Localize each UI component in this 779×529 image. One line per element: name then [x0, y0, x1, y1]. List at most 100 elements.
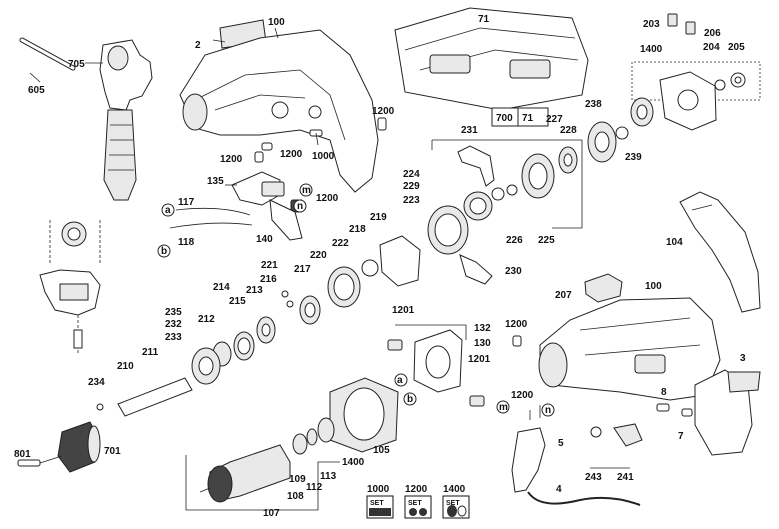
- label-241: 241: [617, 472, 634, 483]
- label-130: 130: [474, 338, 491, 349]
- label-140: 140: [256, 234, 273, 245]
- set-badge-1200: [404, 495, 432, 519]
- callout-markers-center: [394, 373, 417, 406]
- set-text-1400: SET: [446, 500, 460, 507]
- label-4: 4: [556, 484, 562, 495]
- label-239: 239: [625, 152, 642, 163]
- clutch-housing-219: [327, 235, 421, 308]
- screws-8-7: [656, 403, 693, 417]
- label-3: 3: [740, 353, 746, 364]
- rear-handle-104: [679, 191, 761, 313]
- label-227: 227: [546, 114, 563, 125]
- callout-n-left: n: [297, 201, 303, 212]
- label-210: 210: [117, 361, 134, 372]
- label-71-table: 71: [522, 113, 534, 124]
- rod-605: [19, 37, 76, 83]
- screw-group-top: [254, 117, 387, 163]
- label-1200-b: 1200: [280, 149, 303, 160]
- label-109: 109: [289, 474, 306, 485]
- side-handle-705: [85, 39, 153, 201]
- label-605: 605: [28, 85, 45, 96]
- label-135: 135: [207, 176, 224, 187]
- callout-n-right: n: [545, 405, 551, 416]
- label-100-right: 100: [645, 281, 662, 292]
- label-112: 112: [306, 482, 323, 493]
- label-118: 118: [178, 237, 195, 248]
- label-226: 226: [506, 235, 523, 246]
- label-214: 214: [213, 282, 230, 293]
- callout-b-center: b: [407, 394, 413, 405]
- cord-and-guard: [511, 423, 643, 506]
- label-700: 700: [496, 113, 513, 124]
- wires-117-118: [169, 207, 253, 229]
- label-205: 205: [728, 42, 745, 53]
- label-231: 231: [461, 125, 478, 136]
- label-8: 8: [661, 387, 667, 398]
- label-1000-top: 1000: [312, 151, 335, 162]
- callout-markers-left: [157, 183, 313, 258]
- label-117: 117: [178, 197, 195, 208]
- stator-105: [329, 377, 399, 453]
- label-132: 132: [474, 323, 491, 334]
- label-801: 801: [14, 449, 31, 460]
- label-1200-set: 1200: [405, 484, 428, 495]
- brush-holder-130: [387, 324, 485, 407]
- label-213: 213: [246, 285, 263, 296]
- label-1400-center: 1400: [342, 457, 365, 468]
- screw-1200-right: [512, 335, 541, 420]
- label-229: 229: [403, 181, 420, 192]
- label-1200-d: 1200: [316, 193, 339, 204]
- label-113: 113: [320, 471, 337, 482]
- label-104: 104: [666, 237, 683, 248]
- inset-schematic-left: [39, 220, 101, 355]
- label-1200-a: 1200: [372, 106, 395, 117]
- label-243: 243: [585, 472, 602, 483]
- armature-107: [185, 417, 340, 511]
- label-2: 2: [195, 40, 201, 51]
- label-204: 204: [703, 42, 720, 53]
- label-223: 223: [403, 195, 420, 206]
- label-218: 218: [349, 224, 366, 235]
- label-207: 207: [555, 290, 572, 301]
- part-code-table-700-71: [491, 107, 549, 127]
- housing-half-100: [179, 19, 379, 193]
- label-5: 5: [558, 438, 564, 449]
- label-224: 224: [403, 169, 420, 180]
- label-232: 232: [165, 319, 182, 330]
- bearing-238-239: [587, 121, 629, 163]
- label-219: 219: [370, 212, 387, 223]
- label-235: 235: [165, 307, 182, 318]
- label-220: 220: [310, 250, 327, 261]
- label-1201-bottom: 1201: [468, 354, 491, 365]
- trigger-switch-135: [225, 171, 304, 241]
- callout-a-center: a: [397, 375, 403, 386]
- label-238: 238: [585, 99, 602, 110]
- label-217: 217: [294, 264, 311, 275]
- carry-case-71: [394, 7, 589, 111]
- gear-group-box: [427, 139, 583, 285]
- label-107: 107: [263, 508, 280, 519]
- label-211: 211: [142, 347, 159, 358]
- callout-a-left: a: [165, 205, 171, 216]
- label-222: 222: [332, 238, 349, 249]
- set-text-1200: SET: [408, 500, 422, 507]
- label-206: 206: [704, 28, 721, 39]
- label-230: 230: [505, 266, 522, 277]
- label-1200-c: 1200: [220, 154, 243, 165]
- label-1400-set: 1400: [443, 484, 466, 495]
- label-212: 212: [198, 314, 215, 325]
- callout-m-right: m: [499, 402, 508, 413]
- label-228: 228: [560, 125, 577, 136]
- label-1200-e: 1200: [505, 319, 528, 330]
- set-text-1000: SET: [370, 500, 384, 507]
- label-701: 701: [104, 446, 121, 457]
- label-225: 225: [538, 235, 555, 246]
- label-234: 234: [88, 377, 105, 388]
- label-215: 215: [229, 296, 246, 307]
- label-1201-top: 1201: [392, 305, 415, 316]
- label-71-top: 71: [478, 14, 490, 25]
- chuck-701: [17, 421, 101, 473]
- callout-markers-right: [496, 400, 555, 417]
- callout-b-left: b: [161, 246, 167, 257]
- brush-cap-group: [630, 13, 761, 131]
